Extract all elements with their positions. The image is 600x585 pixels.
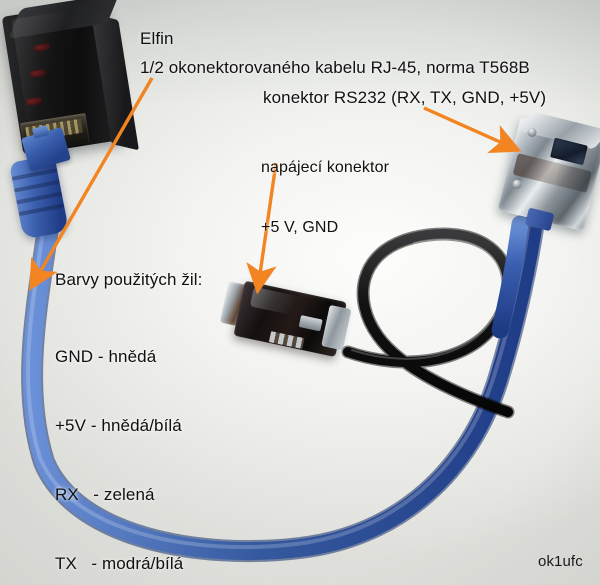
label-elfin: Elfin (140, 29, 174, 48)
arrow-to-power-connector (246, 162, 278, 295)
wire-row: TX - modrá/bílá (55, 554, 184, 573)
blue-cable (21, 211, 545, 563)
blue-cable-tail (491, 215, 529, 339)
label-power-line1: napájecí konektor (261, 159, 390, 176)
arrow-to-elfin (29, 77, 154, 291)
label-power-connector: napájecí konektor +5 V, GND (261, 118, 389, 278)
author-signature: ok1ufc (538, 553, 583, 570)
wire-row: +5V - hnědá/bílá (55, 416, 182, 435)
arrow-to-rs232 (423, 106, 522, 154)
label-rj45-cable: 1/2 okonektorovaného kabelu RJ-45, norma… (140, 58, 530, 77)
label-wire-colors-title: Barvy použitých žil: (55, 270, 203, 289)
wire-color-list: GND - hnědá +5V - hnědá/bílá RX - zelená… (55, 299, 183, 585)
label-rs232-connector: konektor RS232 (RX, TX, GND, +5V) (263, 88, 547, 107)
wire-row: RX - zelená (55, 485, 155, 504)
label-power-line2: +5 V, GND (261, 219, 339, 236)
wire-row: GND - hnědá (55, 347, 157, 366)
